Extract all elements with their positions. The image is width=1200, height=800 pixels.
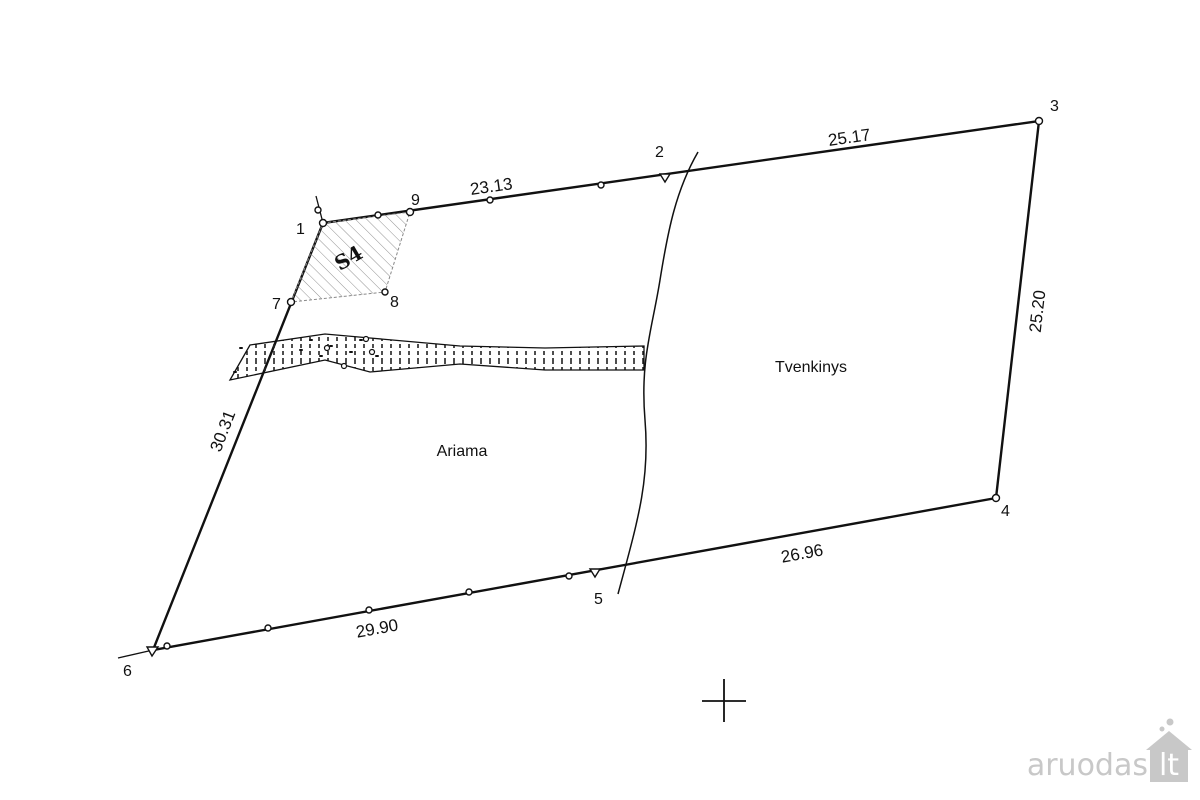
- watermark-tld: lt: [1159, 748, 1179, 783]
- point-marker-4: [991, 493, 1001, 503]
- point-marker-3: [1034, 116, 1044, 126]
- area-label-tvenkinys: Tvenkinys: [775, 359, 847, 376]
- point-marker-6: [145, 646, 160, 658]
- edge-marker: [597, 181, 605, 189]
- point-marker-6b: [163, 642, 171, 650]
- point-marker-1b: [314, 206, 322, 214]
- tick-6: [117, 649, 154, 659]
- ditch-marker: [362, 335, 370, 343]
- ditch-marker: [323, 344, 331, 352]
- edge-marker: [264, 624, 272, 632]
- point-label-2: 2: [655, 144, 664, 161]
- point-marker-8: [381, 288, 389, 296]
- point-label-8: 8: [390, 294, 399, 311]
- point-marker-1: [318, 218, 328, 228]
- watermark-house-icon: [1150, 748, 1188, 782]
- point-marker-7: [286, 297, 296, 307]
- ditch-marker: [340, 362, 348, 370]
- edge-marker: [486, 196, 494, 204]
- point-marker-5: [588, 568, 602, 579]
- edge-marker: [374, 211, 382, 219]
- cross-mark: [702, 679, 746, 722]
- ditch-marker: [368, 348, 376, 356]
- point-label-3: 3: [1050, 98, 1059, 115]
- point-marker-9: [405, 207, 415, 217]
- dimension-3-4: 25.20: [1026, 289, 1050, 333]
- ditch-dots: [233, 339, 379, 373]
- watermark-roof-icon: [1146, 731, 1192, 750]
- edge-marker: [365, 606, 373, 614]
- point-label-1: 1: [296, 221, 305, 238]
- point-label-9: 9: [411, 192, 420, 209]
- edge-marker: [465, 588, 473, 596]
- edge-marker: [565, 572, 573, 580]
- watermark-smoke-icon: [1166, 718, 1174, 726]
- watermark-smoke-icon: [1159, 726, 1165, 732]
- point-label-5: 5: [594, 591, 603, 608]
- dimension-9-2: 23.13: [469, 174, 514, 199]
- dimension-4-5: 26.96: [779, 540, 824, 566]
- watermark-brand: aruodas: [1027, 748, 1148, 783]
- point-label-7: 7: [272, 296, 281, 313]
- area-divider-line: [617, 151, 699, 595]
- point-label-4: 4: [1001, 503, 1010, 520]
- dimension-5-6: 29.90: [354, 615, 399, 641]
- watermark-logo: aruodas lt: [1027, 718, 1192, 783]
- ditch-band: [228, 333, 645, 381]
- area-label-ariama: Ariama: [437, 443, 488, 460]
- point-marker-2: [658, 173, 672, 184]
- point-label-6: 6: [123, 663, 132, 680]
